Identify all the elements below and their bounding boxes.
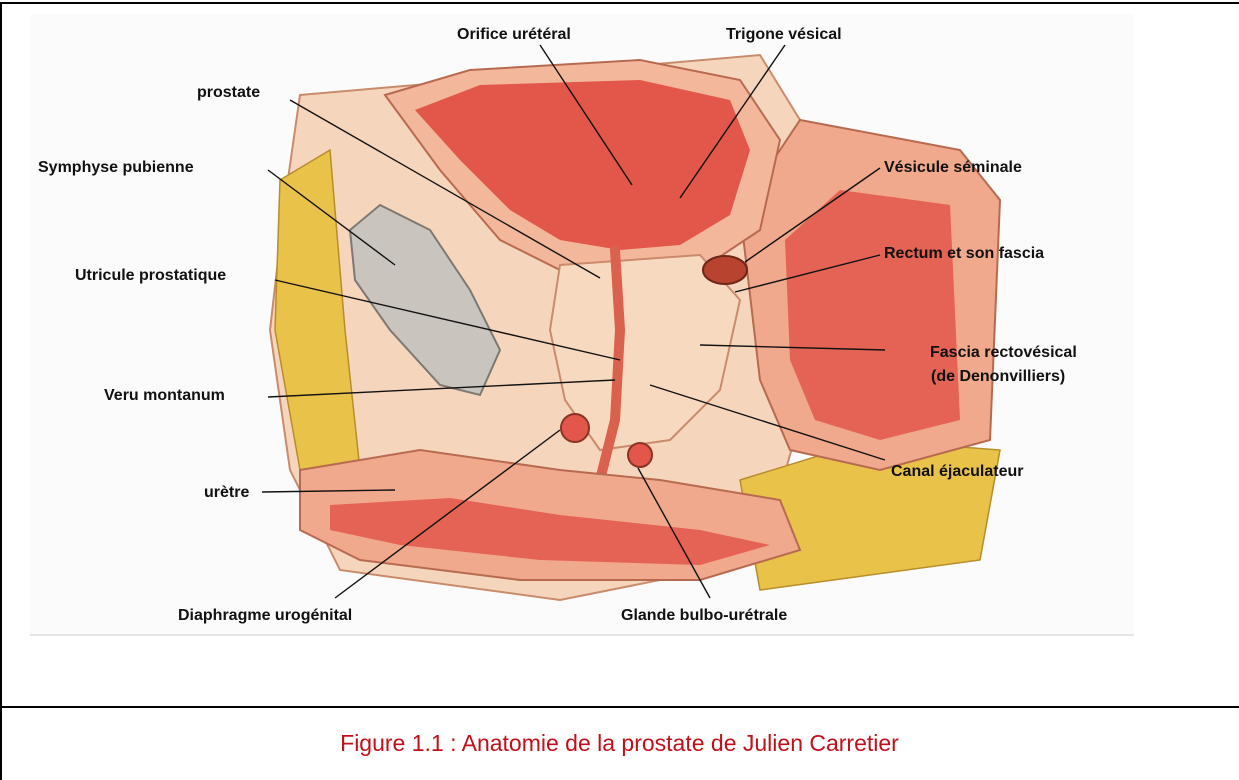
label-uretre: urètre <box>204 483 249 503</box>
figure-caption: Figure 1.1 : Anatomie de la prostate de … <box>0 730 1239 757</box>
label-prostate: prostate <box>197 83 260 103</box>
urogenital-diaphragm-muscle <box>561 414 589 442</box>
label-rectum-fascia: Rectum et son fascia <box>884 244 1044 264</box>
label-trigone-vesical: Trigone vésical <box>726 25 842 45</box>
label-canal-ejaculateur: Canal éjaculateur <box>891 462 1024 482</box>
label-glande-bulbo-uretrale: Glande bulbo-urétrale <box>621 606 787 626</box>
label-de-denonvilliers: (de Denonvilliers) <box>931 367 1065 387</box>
label-veru-montanum: Veru montanum <box>104 386 225 406</box>
label-utricule-prostatique: Utricule prostatique <box>75 266 226 286</box>
frame-caption-divider <box>0 706 1239 708</box>
rectum-lumen <box>785 190 960 440</box>
label-diaphragme-urogenital: Diaphragme urogénital <box>178 606 352 626</box>
label-orifice-ureteral: Orifice urétéral <box>457 25 571 45</box>
bulbourethral-gland <box>628 443 652 467</box>
label-fascia-rectovesical: Fascia rectovésical <box>930 343 1077 363</box>
label-symphyse-pubienne: Symphyse pubienne <box>38 158 194 178</box>
label-vesicule-seminale: Vésicule séminale <box>884 158 1022 178</box>
seminal-vesicle <box>703 256 747 284</box>
